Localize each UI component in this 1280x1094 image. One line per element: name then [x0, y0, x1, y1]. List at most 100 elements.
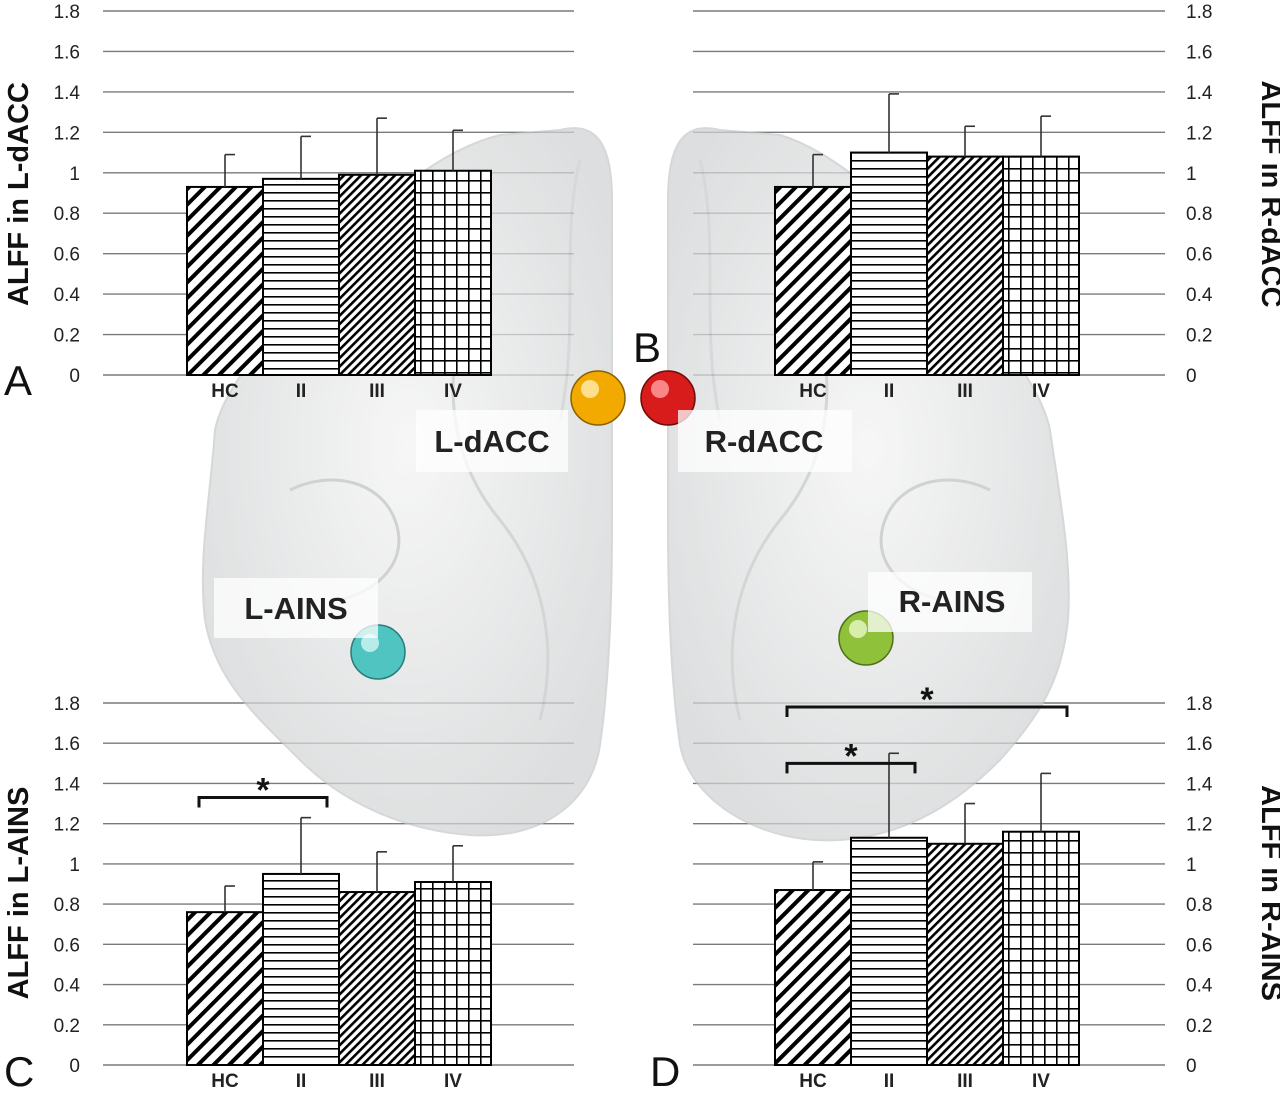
ytick-label-l-ains: 1.2	[54, 815, 80, 836]
panel-letter-c: C	[4, 1048, 34, 1094]
ytick-label-r-dacc: 0.4	[1186, 285, 1213, 306]
ytick-label-r-ains: 0.4	[1186, 976, 1213, 997]
bar-l-ains-hc	[186, 911, 264, 1067]
ytick-label-r-ains: 1.4	[1186, 774, 1213, 795]
ytick-label-r-ains: 1.2	[1186, 815, 1212, 836]
ylabel-r-ains: ALFF in R-AINS	[1255, 785, 1280, 1001]
svg-text:R-AINS: R-AINS	[899, 584, 1006, 619]
panel-letter-b: B	[633, 324, 661, 371]
bar-r-ains-ii	[850, 836, 928, 1066]
significance-line-l-ains	[197, 796, 329, 808]
ytick-label-r-ains: 0	[1186, 1056, 1197, 1077]
ytick-label-l-ains: 1	[69, 855, 80, 876]
ytick-label-r-ains: 1.6	[1186, 734, 1212, 755]
ytick-label-l-dacc: 0.8	[54, 204, 80, 225]
ytick-label-l-dacc: 0.6	[54, 245, 80, 266]
bar-l-dacc-ii	[262, 177, 340, 376]
bar-l-dacc-iv	[414, 169, 492, 376]
significance-bracket-l-ains: *	[197, 772, 329, 810]
bar-r-dacc-iii	[926, 155, 1004, 376]
xtick-label-r-ains-ii: II	[884, 1071, 895, 1092]
region-label-l-dacc: L-dACC	[416, 410, 568, 472]
region-spheres	[350, 370, 894, 680]
ytick-label-l-ains: 1.8	[54, 694, 80, 715]
sphere-l-dacc	[570, 370, 626, 426]
ytick-label-l-dacc: 1.6	[54, 42, 80, 63]
xtick-label-r-dacc-iii: III	[957, 381, 973, 402]
region-label-l-ains: L-AINS	[214, 578, 378, 638]
bar-l-dacc-iii	[338, 173, 416, 376]
ytick-label-r-dacc: 1.8	[1186, 2, 1212, 23]
ytick-label-l-dacc: 1.2	[54, 123, 80, 144]
svg-text:R-dACC: R-dACC	[705, 424, 824, 459]
svg-text:L-AINS: L-AINS	[244, 591, 347, 626]
ytick-label-l-dacc: 1.4	[54, 83, 81, 104]
xtick-label-l-ains-iii: III	[369, 1071, 385, 1092]
xtick-label-r-dacc-iv: IV	[1032, 381, 1050, 402]
region-label-r-dacc: R-dACC	[678, 410, 852, 472]
bar-r-dacc-iv	[1002, 155, 1080, 376]
ytick-label-r-ains: 0.6	[1186, 935, 1212, 956]
ytick-label-r-dacc: 1.4	[1186, 83, 1213, 104]
bar-r-ains-hc	[774, 889, 852, 1066]
ytick-label-l-ains: 0.8	[54, 895, 80, 916]
bar-r-dacc-hc	[774, 185, 852, 376]
ytick-label-l-ains: 0.4	[54, 976, 81, 997]
ytick-label-l-dacc: 1.8	[54, 2, 80, 23]
bar-r-ains-iii	[926, 842, 1004, 1066]
ytick-label-l-dacc: 0	[69, 366, 80, 387]
xtick-label-l-ains-ii: II	[296, 1071, 307, 1092]
xtick-label-r-ains-iii: III	[957, 1071, 973, 1092]
ytick-label-l-dacc: 0.2	[54, 326, 80, 347]
bar-l-ains-ii	[262, 872, 340, 1067]
xtick-label-l-ains-hc: HC	[211, 1071, 239, 1092]
ytick-label-r-dacc: 1.2	[1186, 123, 1212, 144]
ytick-label-r-dacc: 0	[1186, 366, 1197, 387]
ytick-label-r-dacc: 1	[1186, 164, 1197, 185]
ytick-label-r-ains: 0.8	[1186, 895, 1212, 916]
significance-star-r-ains: *	[844, 737, 858, 775]
ytick-label-l-ains: 0.6	[54, 935, 80, 956]
ytick-label-l-ains: 1.4	[54, 774, 81, 795]
significance-star-l-ains: *	[256, 772, 270, 810]
ytick-label-r-ains: 1.8	[1186, 694, 1212, 715]
xtick-label-l-ains-iv: IV	[444, 1071, 462, 1092]
ylabel-r-dacc: ALFF in R-dACC	[1255, 80, 1280, 307]
ytick-label-l-dacc: 0.4	[54, 285, 81, 306]
ytick-label-l-dacc: 1	[69, 164, 80, 185]
ytick-label-r-dacc: 0.8	[1186, 204, 1212, 225]
ytick-label-l-ains: 0	[69, 1056, 80, 1077]
xtick-label-r-dacc-hc: HC	[799, 381, 827, 402]
panel-letter-a: A	[4, 357, 32, 404]
bar-l-ains-iii	[338, 891, 416, 1066]
ytick-label-r-ains: 1	[1186, 855, 1197, 876]
xtick-label-r-dacc-ii: II	[884, 381, 895, 402]
ytick-label-l-ains: 1.6	[54, 734, 80, 755]
ytick-label-r-dacc: 0.2	[1186, 326, 1212, 347]
significance-bracket-r-ains: *	[785, 681, 1069, 719]
ytick-label-l-ains: 0.2	[54, 1016, 80, 1037]
ytick-label-r-dacc: 1.6	[1186, 42, 1212, 63]
significance-line-r-ains	[785, 705, 1069, 718]
ytick-label-r-dacc: 0.6	[1186, 245, 1212, 266]
ylabel-l-dacc: ALFF in L-dACC	[3, 82, 35, 306]
panel-letter-d: D	[650, 1048, 680, 1094]
ytick-label-r-ains: 0.2	[1186, 1016, 1212, 1037]
significance-star-r-ains: *	[920, 681, 934, 719]
significance-bracket-r-ains: *	[785, 737, 917, 775]
bar-l-ains-iv	[414, 880, 492, 1066]
xtick-label-l-dacc-hc: HC	[211, 381, 239, 402]
gridlines: 0 0.2 0.4 0.6 0.8 1 1.2 1.4 1.6 1.8 0 0.2 0.4 0.6 0.8 1…	[54, 2, 1213, 1077]
xtick-label-r-ains-iv: IV	[1032, 1071, 1050, 1092]
region-label-r-ains: R-AINS	[868, 572, 1032, 632]
svg-text:L-dACC: L-dACC	[434, 424, 549, 459]
xtick-label-l-dacc-iii: III	[369, 381, 385, 402]
significance-line-r-ains	[785, 761, 917, 774]
xtick-label-l-dacc-iv: IV	[444, 381, 462, 402]
xtick-label-r-ains-hc: HC	[799, 1071, 827, 1092]
bar-r-ains-iv	[1002, 830, 1080, 1067]
bar-r-dacc-ii	[850, 151, 928, 376]
bar-l-dacc-hc	[186, 185, 264, 376]
